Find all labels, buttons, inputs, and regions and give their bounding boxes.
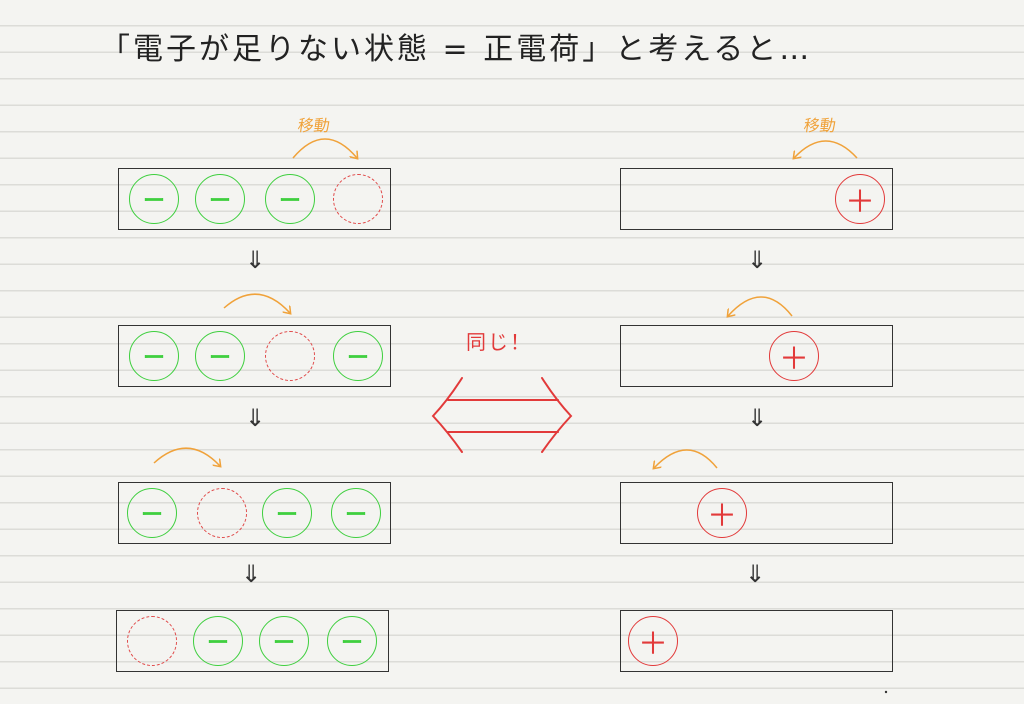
move-arrow-icon [794,140,858,158]
down-arrow-icon: ⇓ [244,404,266,432]
right-panel-row-3: ＋ [620,482,893,544]
hole-icon [127,616,177,666]
move-label-left: 移動 [296,116,332,135]
electron-icon: ー [129,331,179,381]
same-label: 同じ！ [466,330,532,354]
down-arrow-icon: ⇓ [244,246,266,274]
electron-icon: ー [127,488,177,538]
electron-icon: ー [331,488,381,538]
hole-icon [197,488,247,538]
positive-charge-icon: ＋ [835,174,885,224]
electron-icon: ー [195,331,245,381]
electron-icon: ー [327,616,377,666]
electron-icon: ー [193,616,243,666]
move-arrow-icon [728,296,793,316]
equivalence-arrow-icon [431,377,573,453]
electron-icon: ー [262,488,312,538]
electron-icon: ー [129,174,179,224]
down-arrow-icon: ⇓ [744,560,766,588]
right-panel-row-1: ＋ [620,168,893,230]
electron-icon: ー [265,174,315,224]
positive-charge-icon: ＋ [697,488,747,538]
right-panel-row-2: ＋ [620,325,893,387]
page-title: 「電子が足りない状態 = 正電荷」と考えると… [100,32,813,67]
left-panel-row-1: ー ー ー [118,168,391,230]
positive-charge-icon: ＋ [628,616,678,666]
electron-icon: ー [259,616,309,666]
move-label-right: 移動 [802,116,838,135]
electron-icon: ー [333,331,383,381]
move-arrow-icon [223,293,290,313]
down-arrow-icon: ⇓ [240,560,262,588]
left-panel-row-4: ー ー ー [116,610,389,672]
move-arrow-icon [292,138,357,158]
hole-icon [333,174,383,224]
down-arrow-icon: ⇓ [746,246,768,274]
move-arrow-icon [153,447,220,466]
down-arrow-icon: ⇓ [746,404,768,432]
electron-icon: ー [195,174,245,224]
move-arrow-icon [654,449,718,468]
left-panel-row-3: ー ー ー [118,482,391,544]
hole-icon [265,331,315,381]
positive-charge-icon: ＋ [769,331,819,381]
left-panel-row-2: ー ー ー [118,325,391,387]
right-panel-row-4: ＋ [620,610,893,672]
